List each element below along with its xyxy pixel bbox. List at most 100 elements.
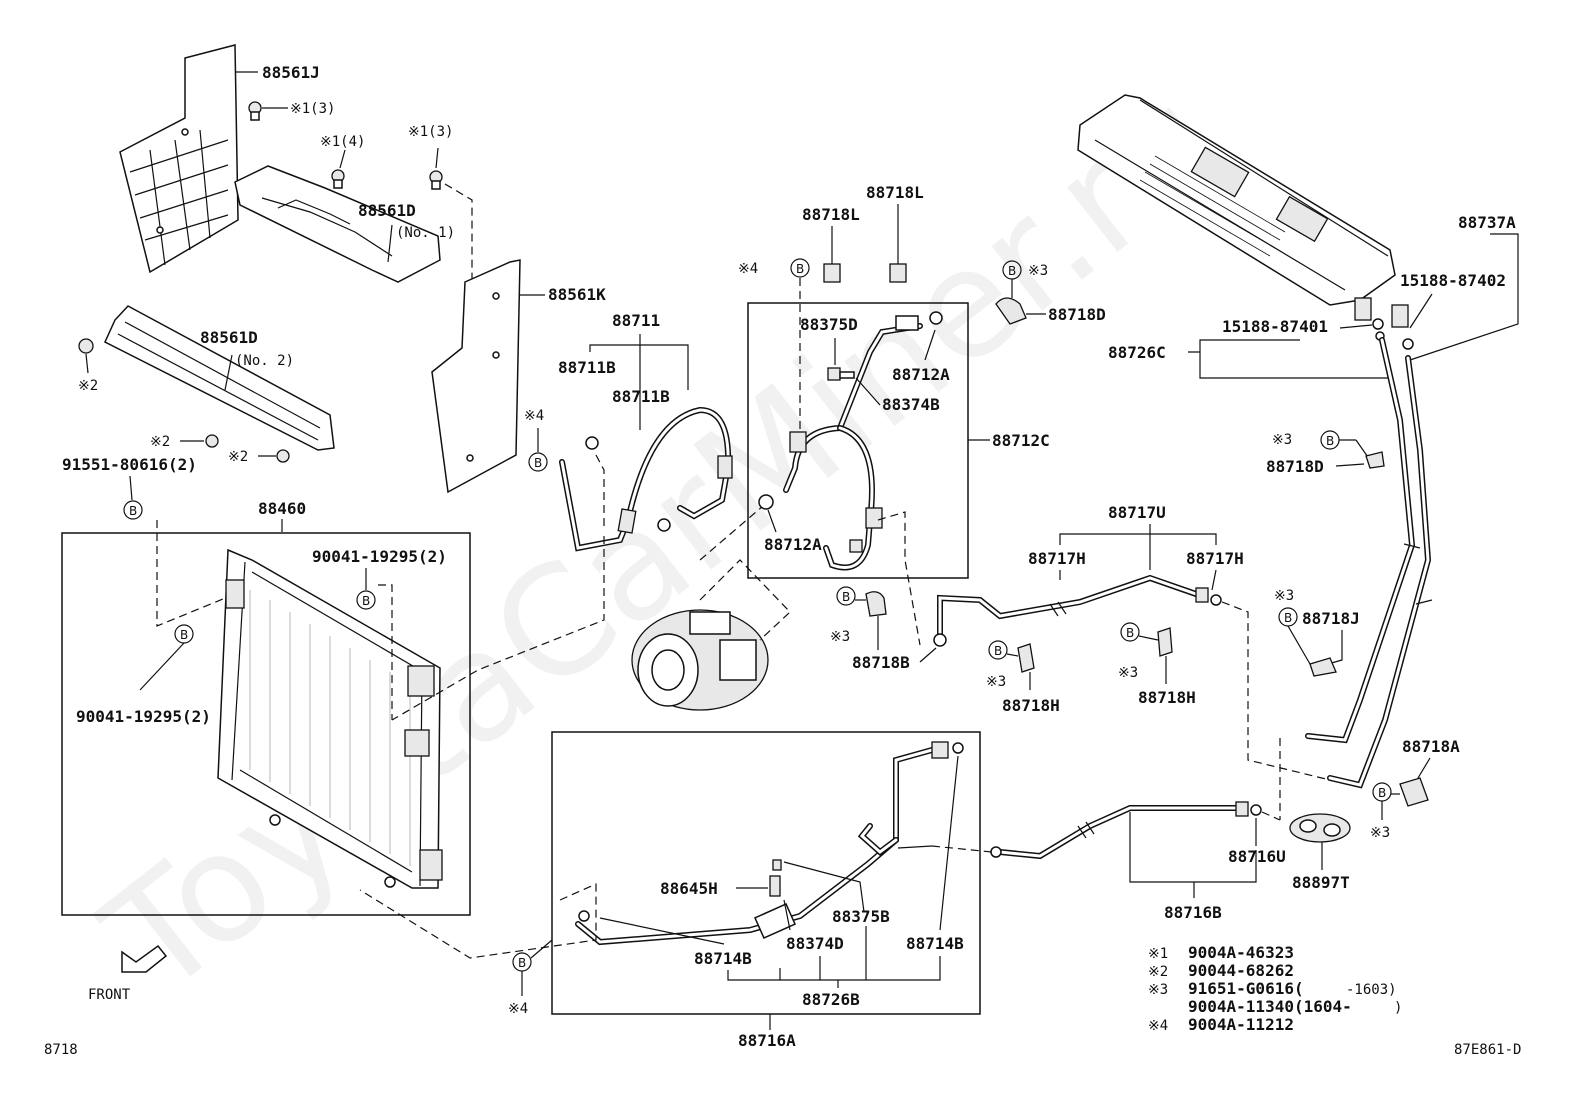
label-88897T: 88897T: [1292, 873, 1350, 892]
label-88375D: 88375D: [800, 315, 858, 334]
marker-1-3b: ※1(3): [408, 124, 453, 140]
label-88712A-a: 88712A: [892, 365, 950, 384]
marker-4: ※4: [738, 261, 758, 277]
label-88716U: 88716U: [1228, 847, 1286, 866]
clip-icon: [995, 297, 1027, 325]
label-88737A: 88737A: [1458, 213, 1516, 232]
label-88712A-b: 88712A: [764, 535, 822, 554]
clip-icon: [1309, 657, 1337, 677]
label-88645H: 88645H: [660, 879, 718, 898]
valve-cap-icon: [827, 367, 841, 381]
legend-value-4: 9004A-11212: [1188, 1015, 1294, 1034]
label-88717H-b: 88717H: [1186, 549, 1244, 568]
label-88375B: 88375B: [832, 907, 890, 926]
label-88711B-b: 88711B: [612, 387, 670, 406]
legend-value-3b: 9004A-11340(1604-: [1188, 997, 1352, 1016]
reference-code: 87E861-D: [1454, 1042, 1521, 1058]
label-91551-80616: 91551-80616(2): [62, 455, 197, 474]
circle-b-marker: B: [518, 956, 526, 970]
clip-icon: [889, 263, 907, 283]
circle-b-marker: B: [1008, 264, 1016, 278]
label-88561D-no2-sub: (No. 2): [235, 353, 294, 369]
legend-key-4: ※4: [1148, 1018, 1168, 1034]
condenser-group-box: [61, 532, 471, 916]
clip-icon: [331, 169, 345, 189]
circle-b-marker: B: [1126, 626, 1134, 640]
label-88561D-no1: 88561D: [358, 201, 416, 220]
circle-b-marker: B: [1378, 786, 1386, 800]
label-88716A: 88716A: [738, 1031, 796, 1050]
label-88718D-b: 88718D: [1266, 457, 1324, 476]
label-88374D: 88374D: [786, 934, 844, 953]
label-88714B-b: 88714B: [906, 934, 964, 953]
compressor-icon: [631, 609, 769, 711]
legend-value-1: 9004A-46323: [1188, 943, 1294, 962]
label-88711B-a: 88711B: [558, 358, 616, 377]
clip-icon: [1399, 777, 1429, 807]
marker-3: ※3: [1028, 263, 1048, 279]
part-88711-hose: [559, 406, 733, 552]
part-88561K: [431, 259, 521, 494]
label-88717H-a: 88717H: [1028, 549, 1086, 568]
clip-icon: [429, 170, 443, 190]
marker-3: ※3: [830, 629, 850, 645]
part-88716A-tube: [575, 741, 964, 946]
circle-b-marker: B: [129, 504, 137, 518]
clip-icon: [1017, 643, 1035, 673]
marker-2: ※2: [150, 434, 170, 450]
liquid-tube-group-box: [551, 731, 981, 1015]
label-88711: 88711: [612, 311, 660, 330]
marker-1-3: ※1(3): [290, 101, 335, 117]
label-88561D-no2: 88561D: [200, 328, 258, 347]
label-88718H-a: 88718H: [1002, 696, 1060, 715]
label-88561D-no1-sub: (No. 1): [396, 225, 455, 241]
label-88726C: 88726C: [1108, 343, 1166, 362]
legend-value-3a-range: -1603): [1346, 982, 1397, 998]
marker-1-4: ※1(4): [320, 134, 365, 150]
marker-3: ※3: [1118, 665, 1138, 681]
marker-3: ※3: [1370, 825, 1390, 841]
marker-4: ※4: [524, 408, 544, 424]
label-88716B: 88716B: [1164, 903, 1222, 922]
marker-3: ※3: [1274, 588, 1294, 604]
part-88717U-tube: [933, 574, 1222, 647]
circle-b-marker: B: [362, 594, 370, 608]
circle-b-marker: B: [842, 590, 850, 604]
label-15188-87402: 15188-87402: [1400, 271, 1506, 290]
label-88718J: 88718J: [1302, 609, 1360, 628]
marker-3: ※3: [1272, 432, 1292, 448]
label-88374B: 88374B: [882, 395, 940, 414]
clip-icon: [1365, 451, 1385, 469]
circle-b-marker: B: [1326, 434, 1334, 448]
clip-icon: [823, 263, 841, 283]
legend-value-3a: 91651-G0616(: [1188, 979, 1304, 998]
label-88718L-b: 88718L: [866, 183, 924, 202]
front-label: FRONT: [88, 987, 131, 1003]
circle-b-marker: B: [796, 262, 804, 276]
marker-4: ※4: [508, 1001, 528, 1017]
label-88718L-a: 88718L: [802, 205, 860, 224]
part-88726C-tubes: [1305, 337, 1433, 789]
part-88716B-tube: [990, 801, 1262, 860]
label-88561K: 88561K: [548, 285, 606, 304]
evaporator-unit: [1077, 94, 1409, 328]
part-88897T-grommet: [1289, 813, 1351, 843]
label-88717U: 88717U: [1108, 503, 1166, 522]
label-88718D-a: 88718D: [1048, 305, 1106, 324]
marker-3: ※3: [986, 674, 1006, 690]
label-88712C: 88712C: [992, 431, 1050, 450]
front-arrow-icon: [121, 944, 168, 973]
part-88561D-no2: [104, 305, 335, 451]
part-88460-condenser: [217, 548, 443, 889]
clip-icon: [248, 101, 262, 121]
label-88726B: 88726B: [802, 990, 860, 1009]
label-90041-19295-b: 90041-19295(2): [76, 707, 211, 726]
label-88718B: 88718B: [852, 653, 910, 672]
part-88561J: [119, 44, 239, 274]
diagram-code: 8718: [44, 1042, 78, 1058]
legend: ※1 9004A-46323 ※2 90044-68262 ※3 91651-G…: [1148, 943, 1402, 1034]
legend-value-3b-close: ): [1394, 1000, 1402, 1016]
label-88561J: 88561J: [262, 63, 320, 82]
clip-icon: [78, 338, 290, 463]
